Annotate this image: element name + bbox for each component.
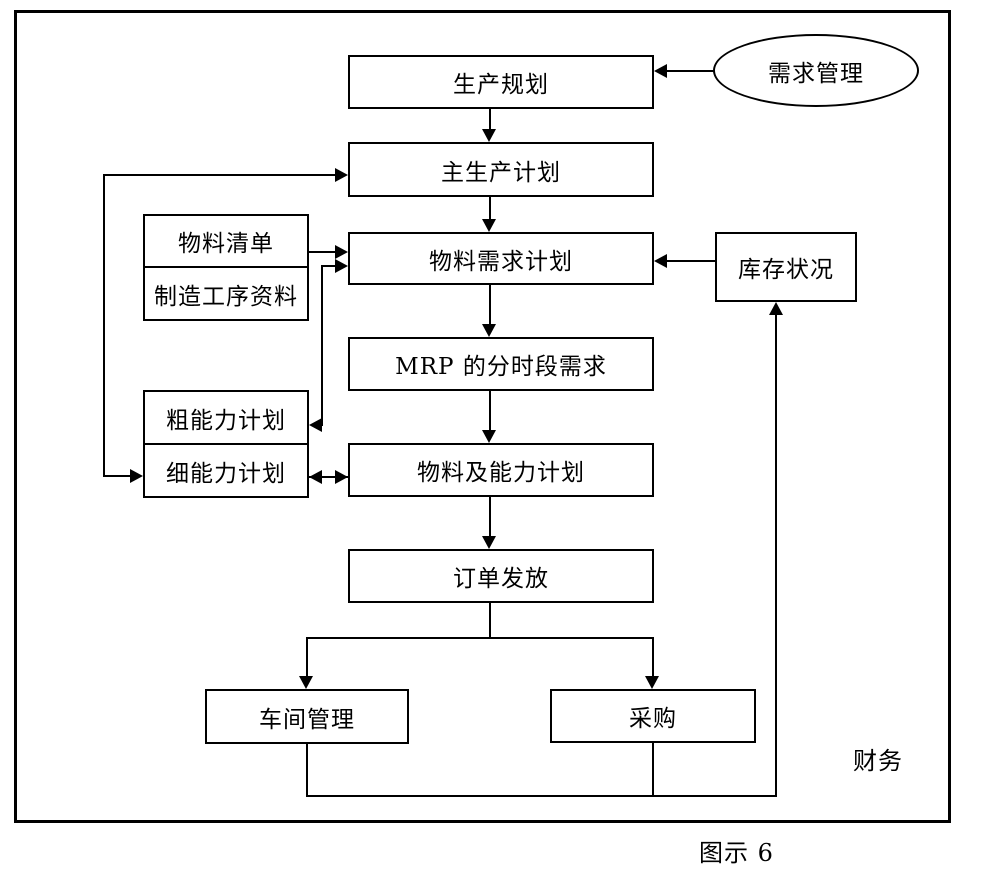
- connector-mrp-to-timephased-arrowhead: [482, 324, 496, 337]
- node-inventory-status: 库存状况: [715, 232, 857, 302]
- connector-inventory-to-mrp-arrowhead: [654, 254, 667, 268]
- node-manufacturing-routing-data: 制造工序资料: [143, 266, 309, 321]
- node-manufacturing-routing-data-label: 制造工序资料: [154, 283, 298, 310]
- node-bill-of-materials-label: 物料清单: [178, 231, 274, 257]
- connector-rccp-to-mrp-vertical-line: [321, 265, 323, 426]
- connector-mcp-to-order-line: [489, 497, 491, 538]
- connector-splitter-to-shopfloor-line: [306, 637, 308, 676]
- node-demand-management-label: 需求管理: [768, 60, 864, 87]
- connector-bom-to-mrp-line: [309, 251, 337, 253]
- connector-order-stem-line: [489, 603, 491, 639]
- connector-mrp-to-timephased-line: [489, 285, 491, 326]
- connector-timephased-to-mcp-arrowhead: [482, 430, 496, 443]
- node-rough-cut-capacity-plan: 粗能力计划: [143, 390, 309, 445]
- node-master-production-schedule: 主生产计划: [348, 142, 654, 197]
- connector-rccp-to-mrp-arrowhead: [335, 259, 348, 273]
- connector-mrp-to-rccp-bottom-line: [322, 424, 323, 426]
- node-detailed-capacity-plan: 细能力计划: [143, 443, 309, 498]
- node-mrp-time-phased-demand-label: MRP 的分时段需求: [395, 354, 607, 380]
- diagram-border: [14, 10, 951, 823]
- connector-mrp-to-rccp-arrowhead: [309, 418, 322, 432]
- connector-mps-to-mrp-line: [489, 197, 491, 221]
- node-mrp-time-phased-demand: MRP 的分时段需求: [348, 337, 654, 391]
- node-production-planning-label: 生产规划: [453, 72, 549, 98]
- connector-crp-to-mps-top-line: [103, 174, 337, 176]
- connector-crp-to-mps-vertical-line: [103, 174, 105, 477]
- figure-caption: 图示 6: [699, 839, 774, 867]
- connector-production-to-mps-arrowhead: [482, 129, 496, 142]
- node-order-release-label: 订单发放: [453, 566, 549, 592]
- node-material-requirements-planning: 物料需求计划: [348, 232, 654, 285]
- connector-shopfloor-feedback-line: [306, 744, 308, 797]
- node-purchasing-label: 采购: [629, 706, 677, 732]
- connector-rccp-to-mrp-top-line: [321, 265, 337, 267]
- node-demand-management: 需求管理: [713, 34, 919, 107]
- connector-inventory-to-mrp-line: [665, 260, 715, 262]
- node-rough-cut-capacity-plan-label: 粗能力计划: [166, 407, 286, 434]
- node-material-and-capacity-plan: 物料及能力计划: [348, 443, 654, 497]
- node-master-production-schedule-label: 主生产计划: [441, 159, 561, 186]
- connector-order-splitter-line: [306, 637, 654, 639]
- connector-crp-mcp-left-arrowhead: [309, 470, 322, 484]
- node-shop-floor-management-label: 车间管理: [259, 706, 355, 733]
- connector-mps-to-crp-arrowhead: [130, 469, 143, 483]
- connector-mps-to-mrp-arrowhead: [482, 219, 496, 232]
- node-bill-of-materials: 物料清单: [143, 214, 309, 268]
- connector-feedback-bottom-line: [306, 795, 777, 797]
- connector-splitter-to-shopfloor-arrowhead: [299, 676, 313, 689]
- node-order-release: 订单发放: [348, 549, 654, 603]
- connector-crp-mcp-line: [309, 476, 348, 478]
- connector-mps-to-crp-bottom-line: [103, 475, 130, 477]
- connector-splitter-to-purchasing-line: [652, 637, 654, 676]
- connector-production-to-mps-line: [489, 109, 491, 131]
- node-shop-floor-management: 车间管理: [205, 689, 409, 744]
- connector-crp-to-mps-arrowhead: [335, 168, 348, 182]
- connector-feedback-to-inventory-line: [775, 313, 777, 797]
- node-material-requirements-planning-label: 物料需求计划: [429, 248, 573, 275]
- finance-label: 财务: [853, 747, 903, 775]
- connector-purchasing-feedback-line: [652, 743, 654, 797]
- connector-feedback-to-inventory-arrowhead: [769, 302, 783, 315]
- connector-crp-mcp-right-arrowhead: [335, 470, 348, 484]
- connector-splitter-to-purchasing-arrowhead: [645, 676, 659, 689]
- connector-bom-to-mrp-arrowhead: [335, 245, 348, 259]
- node-inventory-status-label: 库存状况: [738, 257, 834, 283]
- connector-timephased-to-mcp-line: [489, 391, 491, 432]
- connector-demand-to-production-arrowhead: [654, 64, 667, 78]
- node-production-planning: 生产规划: [348, 55, 654, 109]
- node-material-and-capacity-plan-label: 物料及能力计划: [417, 460, 585, 486]
- node-purchasing: 采购: [550, 689, 756, 743]
- node-detailed-capacity-plan-label: 细能力计划: [166, 460, 286, 487]
- connector-mcp-to-order-arrowhead: [482, 536, 496, 549]
- connector-demand-to-production-line: [665, 70, 715, 72]
